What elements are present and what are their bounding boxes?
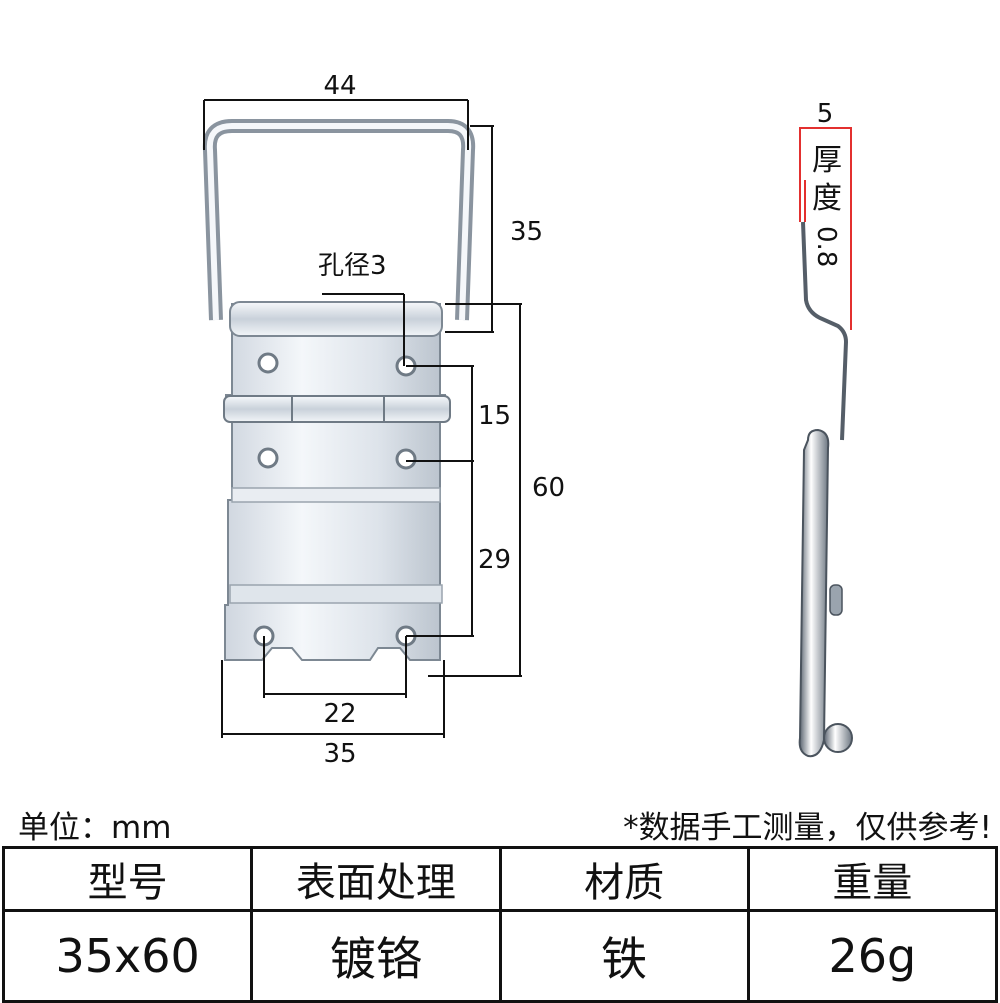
dim-loop-width: 44 [323,71,356,101]
header-model: 型号 [1,846,254,912]
spec-table: 型号 表面处理 材质 重量 35x60 镀铬 铁 26g [1,846,999,1003]
dimension-lines [203,99,522,738]
unit-note: 单位：mm [18,810,172,846]
dim-hole-spacing-upper: 15 [478,401,511,431]
dim-side-depth: 5 [817,99,834,129]
value-model: 35x60 [1,909,254,1003]
product-drawing: 44 35 孔径3 15 60 29 22 35 5 厚 度 0.8 [202,71,853,769]
dim-loop-height: 35 [510,217,543,247]
hasp-front-view [202,119,476,661]
value-surface-treatment: 镀铬 [250,909,502,1003]
spec-table-header-row: 型号 表面处理 材质 重量 [1,846,999,912]
hasp-side-view [798,127,853,758]
disclaimer-note: *数据手工测量，仅供参考! [623,810,992,846]
thickness-label-2: 度 [812,181,842,216]
header-material: 材质 [498,846,750,912]
thickness-label-1: 厚 [812,143,842,178]
dim-hole-horizontal: 22 [323,699,356,729]
header-surface-treatment: 表面处理 [250,846,502,912]
dim-hole-spacing-lower: 29 [478,545,511,575]
spec-table-value-row: 35x60 镀铬 铁 26g [1,909,999,1003]
header-weight: 重量 [746,846,999,912]
dim-plate-width: 35 [323,739,356,769]
thickness-value: 0.8 [811,226,841,267]
hole-diameter-note: 孔径3 [318,251,387,281]
value-material: 铁 [498,909,750,1003]
wire-loop [202,119,476,321]
dim-total-height: 60 [532,473,565,503]
value-weight: 26g [746,909,999,1003]
